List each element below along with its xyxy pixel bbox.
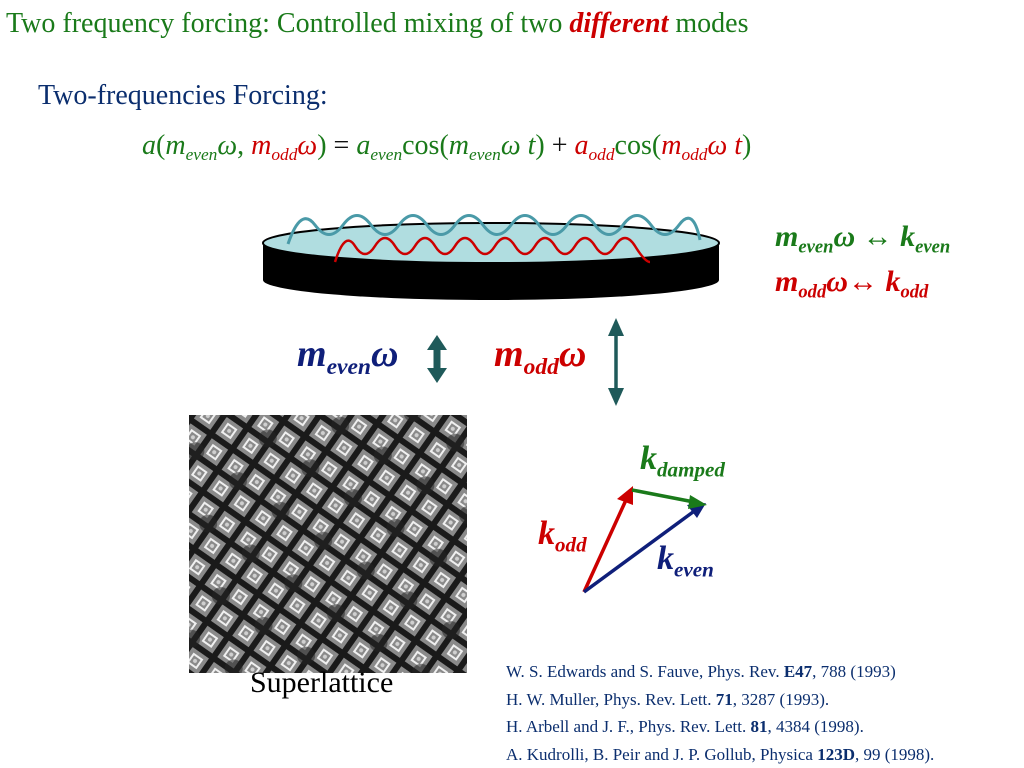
forcing-equation: a(mevenω, moddω) = aevencos(mevenω t) + … — [142, 130, 751, 165]
eq-cos-even: cos( — [402, 130, 449, 161]
title-text-after: modes — [668, 8, 749, 39]
reference-item: A. Kudrolli, B. Peir and J. P. Gollub, P… — [506, 744, 935, 764]
references-list: W. S. Edwards and S. Fauve, Phys. Rev. E… — [506, 658, 934, 768]
even-forcing-arrow — [427, 335, 447, 383]
eq-cos-odd: cos( — [614, 130, 662, 161]
eq-close-even: ) — [535, 130, 545, 161]
reference-item: W. S. Edwards and S. Fauve, Phys. Rev. E… — [506, 662, 896, 681]
k-odd-label: kodd — [538, 515, 587, 557]
eq-a: a — [142, 130, 156, 161]
slide-title: Two frequency forcing: Controlled mixing… — [6, 8, 749, 40]
eq-plus: + — [544, 130, 575, 161]
even-wave — [286, 214, 702, 245]
eq-comma: , — [237, 130, 252, 161]
title-emphasis: different — [569, 8, 669, 39]
eq-m-even: mevenω — [165, 130, 238, 165]
relation-odd: moddω↔ kodd — [775, 265, 929, 303]
k-even-label: keven — [657, 540, 714, 582]
k-damped-label: kdamped — [640, 440, 725, 482]
k-damped-arrow — [631, 488, 707, 509]
reference-item: H. Arbell and J. F., Phys. Rev. Lett. 81… — [506, 717, 864, 736]
superlattice-image — [189, 415, 467, 673]
relation-even: mevenω ↔ keven — [775, 220, 951, 258]
odd-wave — [333, 236, 651, 264]
forcing-label-odd: moddω — [494, 333, 587, 381]
eq-equals: = — [326, 130, 357, 161]
eq-paren-open: ( — [156, 130, 166, 161]
eq-a-even: aeven — [356, 130, 403, 165]
eq-arg-odd: moddω t — [661, 130, 743, 165]
odd-forcing-arrow — [608, 318, 624, 406]
k-odd-arrow — [582, 486, 633, 593]
eq-a-odd: aodd — [574, 130, 615, 165]
eq-close-odd: ) — [742, 130, 752, 161]
eq-m-odd: moddω — [251, 130, 318, 165]
eq-paren-close: ) — [317, 130, 327, 161]
reference-item: H. W. Muller, Phys. Rev. Lett. 71, 3287 … — [506, 689, 830, 709]
eq-arg-even: mevenω t — [448, 130, 536, 165]
forcing-label-even: mevenω — [297, 333, 399, 381]
title-text-before: Two frequency forcing: Controlled mixing… — [6, 8, 570, 39]
slide-subtitle: Two-frequencies Forcing: — [38, 80, 328, 111]
superlattice-label: Superlattice — [250, 666, 394, 699]
